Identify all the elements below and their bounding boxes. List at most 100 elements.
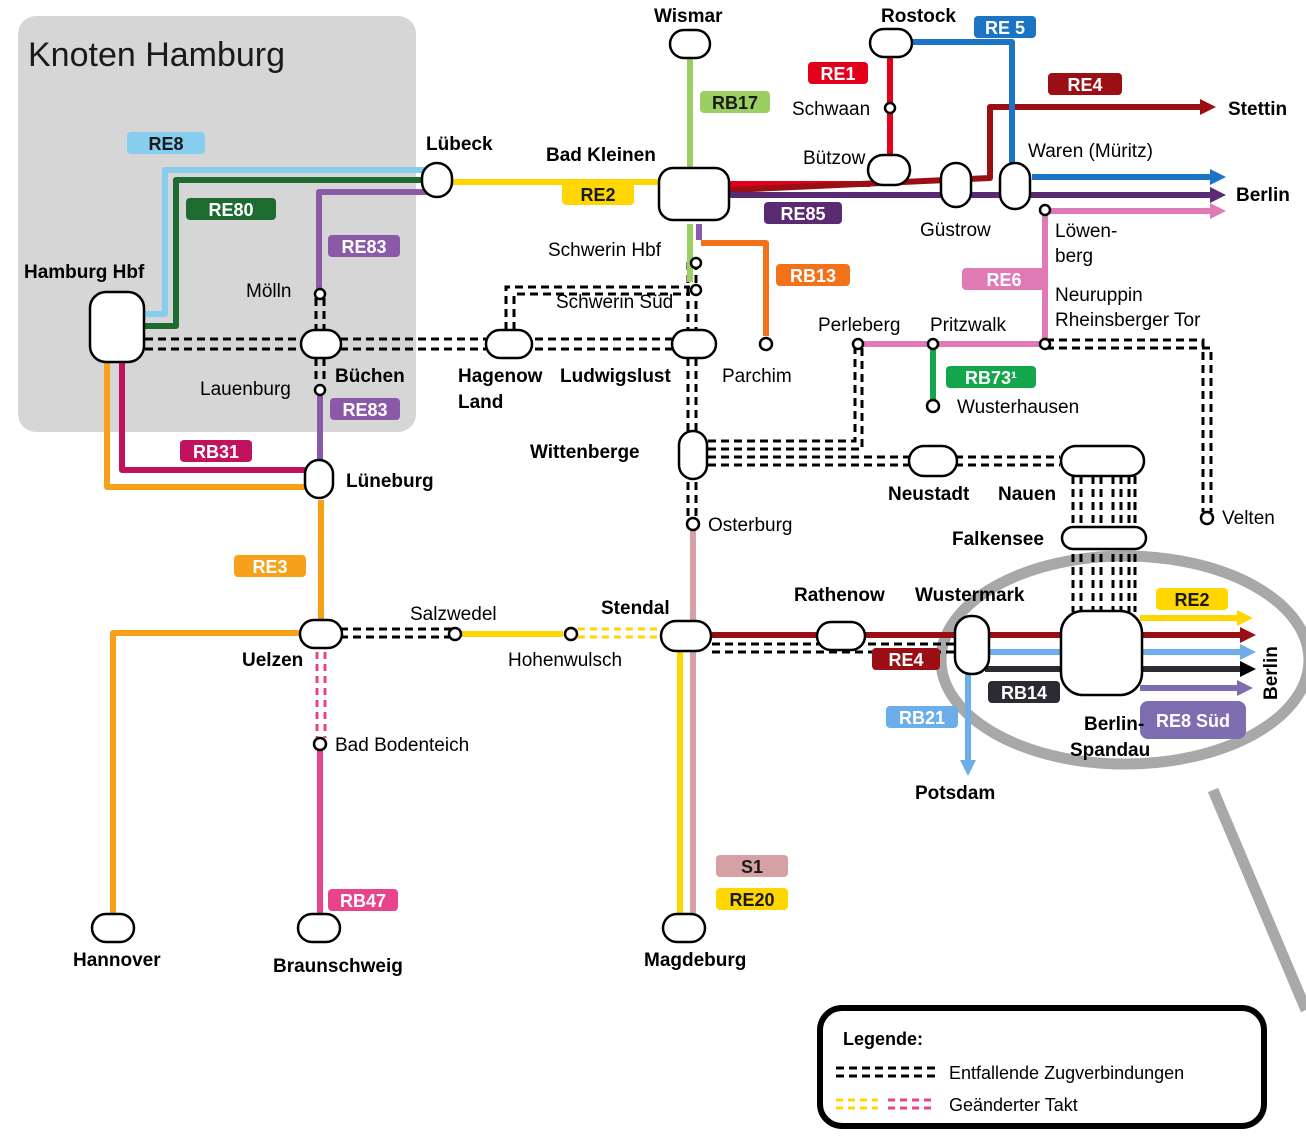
node-uelzen	[298, 618, 344, 650]
magnifier-icon	[935, 550, 1306, 1013]
badge-re5: RE 5	[974, 16, 1036, 38]
svg-text:RB14: RB14	[1001, 683, 1047, 703]
node-waren	[998, 161, 1032, 211]
label-berlin-spandau-1: Berlin-	[1084, 714, 1144, 735]
node-berlin-spandau	[1059, 609, 1144, 697]
node-hamburg-hbf	[88, 290, 146, 364]
node-wittenberge	[677, 429, 709, 481]
badge-rb13: RB13	[776, 264, 850, 286]
label-ludwigslust: Ludwigslust	[560, 366, 672, 387]
line-rb31	[119, 360, 305, 473]
station-nodes	[88, 27, 1215, 944]
svg-text:RE83: RE83	[342, 400, 387, 420]
label-velten: Velten	[1222, 508, 1275, 529]
svg-text:RE 5: RE 5	[985, 18, 1025, 38]
badge-re83-top: RE83	[328, 235, 400, 257]
label-osterburg: Osterburg	[708, 515, 792, 536]
badge-rb31: RB31	[180, 440, 252, 462]
node-schwaan	[883, 101, 897, 115]
badge-rb73: RB73¹	[946, 366, 1036, 388]
station-labels: Wismar Rostock Schwaan Bützow Stettin Wa…	[24, 6, 1290, 977]
legend: Legende: Entfallende Zugverbindungen Geä…	[817, 1005, 1267, 1129]
label-berlin-right: Berlin	[1261, 646, 1282, 700]
label-hannover: Hannover	[73, 950, 161, 971]
svg-text:RB17: RB17	[712, 93, 758, 113]
line-re8	[142, 167, 437, 317]
node-braunschweig	[296, 912, 342, 944]
badge-re80: RE80	[186, 198, 276, 220]
legend-box	[817, 1005, 1267, 1129]
svg-text:RE6: RE6	[986, 270, 1021, 290]
svg-text:RE85: RE85	[780, 204, 825, 224]
svg-text:S1: S1	[741, 857, 763, 877]
node-schwerin-sued	[689, 283, 703, 297]
svg-text:RE2: RE2	[1174, 590, 1209, 610]
svg-text:RE20: RE20	[729, 890, 774, 910]
label-neuruppin-1: Neuruppin	[1055, 285, 1143, 306]
svg-text:RE80: RE80	[208, 200, 253, 220]
badge-re4-bottom: RE4	[872, 648, 940, 670]
label-bad-kleinen: Bad Kleinen	[546, 145, 656, 166]
svg-text:RE2: RE2	[580, 185, 615, 205]
svg-text:RE3: RE3	[252, 557, 287, 577]
label-buechen: Büchen	[335, 366, 405, 387]
node-hagenow-land	[484, 328, 534, 360]
svg-text:RB47: RB47	[340, 891, 386, 911]
label-salzwedel: Salzwedel	[410, 604, 497, 625]
node-lauenburg	[313, 383, 327, 397]
label-berlin-spandau-2: Spandau	[1070, 740, 1150, 761]
node-wusterhausen	[925, 398, 941, 414]
svg-text:RE83: RE83	[341, 237, 386, 257]
label-schwerin-hbf: Schwerin Hbf	[548, 240, 662, 261]
node-perleberg	[851, 337, 865, 351]
badge-re8-sued: RE8 Süd	[1140, 701, 1246, 739]
badge-re3: RE3	[234, 555, 306, 577]
area-title: Knoten Hamburg	[28, 36, 285, 74]
label-schwaan: Schwaan	[792, 99, 870, 120]
label-wittenberge: Wittenberge	[530, 442, 640, 463]
node-rathenow	[815, 620, 867, 652]
label-hohenwulsch: Hohenwulsch	[508, 650, 622, 671]
node-neustadt	[907, 444, 959, 478]
svg-text:RE1: RE1	[820, 64, 855, 84]
label-stettin: Stettin	[1228, 99, 1287, 120]
node-velten	[1199, 510, 1215, 526]
label-rostock: Rostock	[881, 6, 956, 27]
node-loewenberg	[1038, 203, 1052, 217]
badge-rb47: RB47	[328, 889, 398, 911]
legend-changed-label: Geänderter Takt	[949, 1095, 1078, 1115]
label-loewenberg-2: berg	[1055, 246, 1093, 267]
label-stendal: Stendal	[601, 598, 670, 619]
svg-text:RE8: RE8	[148, 134, 183, 154]
badge-re6: RE6	[962, 268, 1046, 290]
node-guestrow	[939, 161, 973, 209]
line-re4-top	[729, 104, 1200, 193]
label-moelln: Mölln	[246, 281, 291, 302]
line-badges: RE 5 RE1 RE4 RB17 RE8 RE80 RE2 RE85 RE83…	[127, 16, 1246, 911]
changed-frequency-connections	[315, 627, 660, 738]
label-parchim: Parchim	[722, 366, 792, 387]
label-magdeburg: Magdeburg	[644, 950, 746, 971]
node-schwerin-hbf	[689, 256, 703, 270]
label-wusterhausen: Wusterhausen	[957, 397, 1079, 418]
node-moelln	[313, 287, 327, 301]
node-wismar	[668, 28, 712, 60]
label-rathenow: Rathenow	[794, 585, 885, 606]
badge-re8: RE8	[127, 132, 205, 154]
label-hamburg-hbf: Hamburg Hbf	[24, 262, 145, 283]
line-rb13	[701, 240, 769, 336]
legend-title: Legende:	[843, 1029, 923, 1049]
label-hagenow-1: Hagenow	[458, 366, 543, 387]
line-re5	[910, 39, 1015, 170]
badge-re83-bottom: RE83	[330, 398, 400, 420]
svg-text:RE4: RE4	[888, 650, 923, 670]
label-pritzwalk: Pritzwalk	[930, 315, 1007, 336]
line-re3	[104, 360, 305, 490]
svg-text:RE8 Süd: RE8 Süd	[1156, 711, 1230, 731]
node-osterburg	[685, 516, 701, 532]
label-guestrow: Güstrow	[920, 220, 991, 241]
label-neustadt: Neustadt	[888, 484, 970, 505]
node-ludwigslust	[670, 328, 718, 360]
node-lueneburg	[303, 458, 335, 500]
